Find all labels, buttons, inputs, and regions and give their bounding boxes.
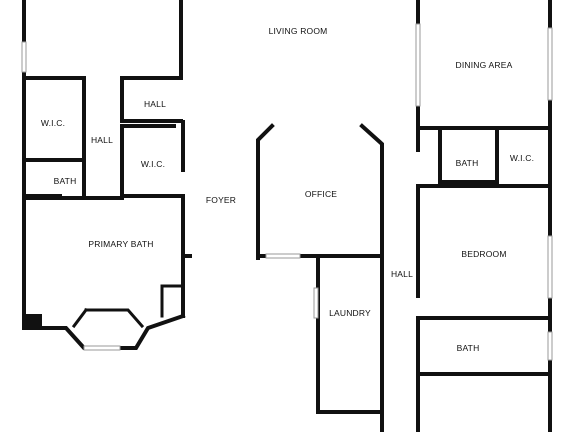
label-office: OFFICE bbox=[305, 189, 337, 199]
label-bath-left: BATH bbox=[54, 176, 77, 186]
window-office-bottom bbox=[265, 253, 301, 259]
label-wic-center: W.I.C. bbox=[141, 159, 165, 169]
window-laundry bbox=[313, 287, 319, 319]
window-primary-bath bbox=[83, 345, 121, 351]
window-dining-right bbox=[547, 27, 553, 101]
label-wic-left: W.I.C. bbox=[41, 118, 65, 128]
room-labels: LIVING ROOM DINING AREA HALL W.I.C. HALL… bbox=[41, 26, 534, 353]
wall-tub-surround bbox=[84, 308, 145, 329]
label-dining-area: DINING AREA bbox=[456, 60, 513, 70]
wall-primary-bath-bay bbox=[22, 313, 186, 350]
window-bath-lower bbox=[547, 331, 553, 361]
label-hall-right: HALL bbox=[391, 269, 413, 279]
label-foyer: FOYER bbox=[206, 195, 236, 205]
label-wic-right: W.I.C. bbox=[510, 153, 534, 163]
wall-tub-surround-left bbox=[71, 307, 89, 329]
window-bedroom bbox=[547, 235, 553, 299]
wall-office-left bbox=[256, 123, 275, 260]
window-dining-left bbox=[415, 23, 421, 107]
window-left-upper bbox=[21, 41, 27, 73]
wall-office-right bbox=[359, 123, 384, 258]
label-hall-upper: HALL bbox=[144, 99, 166, 109]
label-bath-upper-right: BATH bbox=[456, 158, 479, 168]
column-corner bbox=[24, 314, 42, 330]
label-living-room: LIVING ROOM bbox=[269, 26, 328, 36]
label-bedroom: BEDROOM bbox=[461, 249, 506, 259]
label-laundry: LAUNDRY bbox=[329, 308, 371, 318]
label-primary-bath: PRIMARY BATH bbox=[88, 239, 153, 249]
label-bath-lower-right: BATH bbox=[457, 343, 480, 353]
label-hall-left: HALL bbox=[91, 135, 113, 145]
windows bbox=[21, 23, 553, 361]
